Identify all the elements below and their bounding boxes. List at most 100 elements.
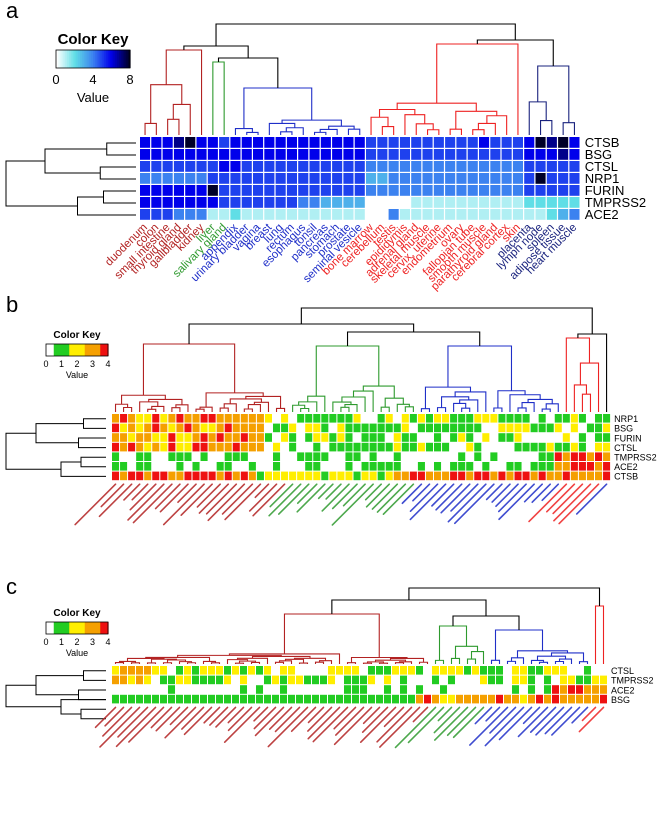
heatmap-cell xyxy=(361,462,369,471)
heatmap-cell xyxy=(305,414,313,423)
column-dendrogram-branch xyxy=(497,390,526,409)
cell-type-label xyxy=(307,706,325,724)
heatmap-cell xyxy=(442,433,450,442)
heatmap-cell xyxy=(232,675,239,685)
heatmap-cell xyxy=(304,675,311,685)
heatmap-cell xyxy=(385,471,393,481)
color-key-swatch xyxy=(53,622,56,634)
heatmap-cell xyxy=(196,209,207,220)
heatmap-cell xyxy=(399,161,410,172)
column-dendrogram-branch xyxy=(298,662,309,664)
heatmap-cell xyxy=(376,675,383,685)
color-key-swatch xyxy=(76,50,79,68)
heatmap-cell xyxy=(464,694,471,704)
heatmap-cell xyxy=(409,433,417,442)
heatmap-cell xyxy=(456,666,463,675)
heatmap-cell xyxy=(584,675,591,685)
heatmap-cell xyxy=(329,433,337,442)
heatmap-cell xyxy=(385,452,393,461)
color-key-swatch xyxy=(104,344,108,356)
column-dendrogram-branch xyxy=(494,629,544,661)
heatmap-cell xyxy=(490,149,501,160)
color-key-swatch xyxy=(67,344,70,356)
cell-type-label xyxy=(581,706,597,722)
heatmap-cell xyxy=(320,173,331,184)
heatmap-cell xyxy=(264,423,272,433)
heatmap-cell xyxy=(288,685,295,694)
heatmap-cell xyxy=(256,675,263,685)
heatmap-cell xyxy=(562,471,570,481)
heatmap-cell xyxy=(417,462,425,471)
heatmap-cell xyxy=(368,685,375,694)
heatmap-cell xyxy=(207,197,218,208)
heatmap-cell xyxy=(450,414,458,423)
heatmap-cell xyxy=(354,185,365,196)
heatmap-cell xyxy=(353,414,361,423)
heatmap-cell xyxy=(140,185,151,196)
heatmap-cell xyxy=(152,675,159,685)
cell-type-label xyxy=(317,483,334,500)
heatmap-cell xyxy=(498,442,506,452)
color-key-swatch xyxy=(73,622,77,634)
heatmap-cell xyxy=(488,694,495,704)
heatmap-cell xyxy=(240,433,248,442)
color-key-swatch xyxy=(78,622,81,634)
heatmap-cell xyxy=(360,666,367,675)
color-key-swatch xyxy=(55,622,58,634)
heatmap-cell xyxy=(320,185,331,196)
heatmap-cell xyxy=(552,675,559,685)
column-dendrogram-branch xyxy=(459,399,479,412)
cell-type-label xyxy=(485,706,501,722)
heatmap-cell xyxy=(309,173,320,184)
column-dendrogram-branch xyxy=(528,101,547,135)
heatmap-cell xyxy=(354,137,365,148)
heatmap-cell xyxy=(152,694,159,704)
heatmap-cell xyxy=(162,161,173,172)
column-dendrogram-branch xyxy=(436,407,447,412)
heatmap-cell xyxy=(432,694,439,704)
heatmap-cell xyxy=(230,197,241,208)
heatmap-cell xyxy=(562,433,570,442)
heatmap-cell xyxy=(345,433,353,442)
heatmap-cell xyxy=(512,685,519,694)
row-dendrogram-branch xyxy=(35,675,84,696)
heatmap-cell xyxy=(136,433,144,442)
heatmap-cell xyxy=(332,197,343,208)
heatmap-cell xyxy=(546,433,554,442)
heatmap-cell xyxy=(586,423,594,433)
column-dendrogram-branch xyxy=(436,43,519,135)
row-dendrogram-branch xyxy=(78,437,106,449)
heatmap-cell xyxy=(289,423,297,433)
heatmap-cell xyxy=(388,149,399,160)
color-key-swatch xyxy=(81,344,84,356)
color-key-swatch xyxy=(104,622,108,634)
cell-type-label xyxy=(383,706,405,728)
cell-type-label xyxy=(528,483,568,523)
heatmap-cell xyxy=(528,694,535,704)
heatmap-cell xyxy=(472,685,479,694)
cell-type-label xyxy=(274,706,301,733)
cell-type-label xyxy=(227,706,253,732)
heatmap-cell xyxy=(192,471,200,481)
heatmap-cell xyxy=(467,197,478,208)
cell-type-label xyxy=(365,483,391,508)
heatmap-cell xyxy=(369,442,377,452)
heatmap-cell xyxy=(321,414,329,423)
heatmap-cell xyxy=(232,462,240,471)
heatmap-cell xyxy=(312,666,319,675)
heatmap-cell xyxy=(560,685,567,694)
cell-type-label xyxy=(333,706,357,730)
color-key-swatch xyxy=(94,344,97,356)
heatmap-cell xyxy=(490,197,501,208)
heatmap-cell xyxy=(304,685,311,694)
heatmap-cell xyxy=(538,471,546,481)
heatmap-cell xyxy=(603,414,611,423)
heatmap-cell xyxy=(474,452,482,461)
column-dendrogram-branch xyxy=(470,650,485,664)
color-key-swatch xyxy=(101,344,104,356)
heatmap-cell xyxy=(490,414,498,423)
heatmap-cell xyxy=(219,185,230,196)
heatmap-cell xyxy=(482,442,490,452)
heatmap-cell xyxy=(313,433,321,442)
